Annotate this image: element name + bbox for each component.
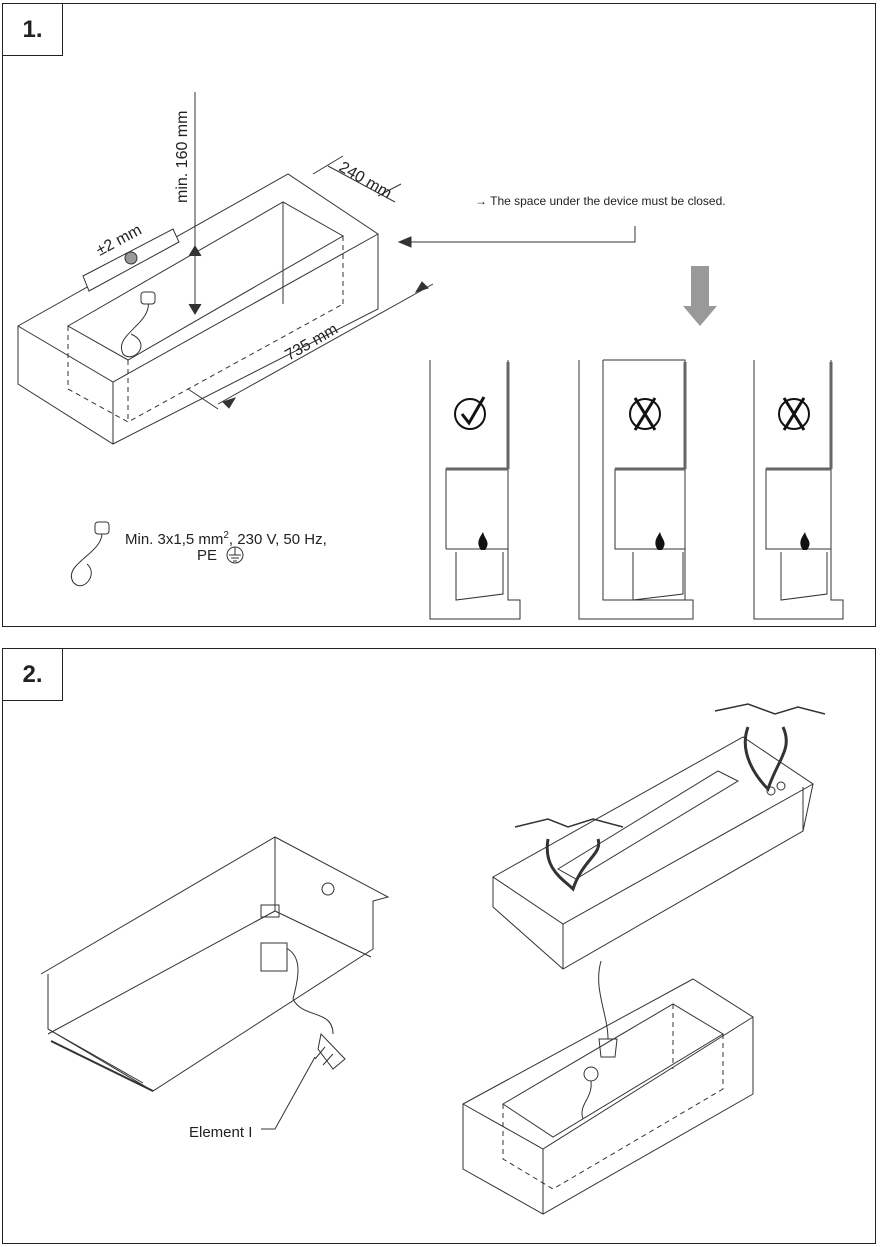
burner-device	[492, 736, 814, 925]
step-2-panel: 2.	[2, 648, 876, 1244]
down-arrow	[683, 266, 717, 326]
closed-space-note: → The space under the device must be clo…	[475, 194, 726, 208]
device-insertion-diagram	[40, 703, 826, 1215]
pe-label: PE	[197, 547, 218, 564]
step-1-panel: 1.	[2, 3, 876, 627]
step-2-number: 2.	[3, 649, 63, 701]
installation-niche-diagram	[17, 92, 844, 620]
receiving-niche	[462, 978, 754, 1215]
step-1-number: 1.	[3, 4, 63, 56]
checkmark-circle-icon	[454, 396, 486, 430]
min-height-label: min. 160 mm	[174, 110, 191, 203]
cross-circle-icon	[778, 397, 810, 431]
element-i-label: Element I	[189, 1124, 253, 1141]
niche-opening	[66, 201, 345, 361]
niche-box-outline	[17, 173, 379, 445]
flame-icon	[478, 532, 810, 550]
power-spec: Min. 3x1,5 mm2, 230 V, 50 Hz,	[125, 530, 327, 548]
cross-circle-icon	[629, 397, 661, 431]
